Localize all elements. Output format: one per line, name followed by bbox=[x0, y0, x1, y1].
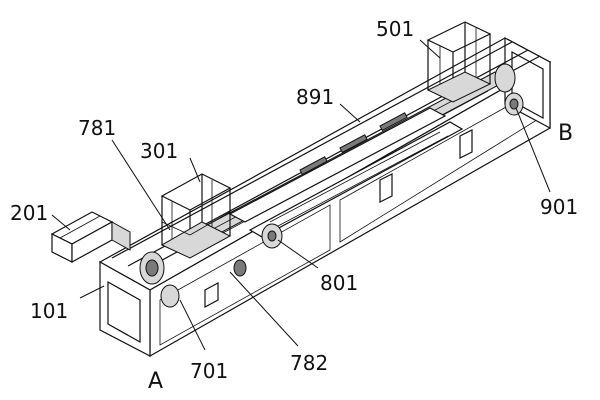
label-201: 201 bbox=[10, 201, 48, 225]
label-781: 781 bbox=[78, 116, 116, 140]
label-a: A bbox=[148, 369, 163, 394]
track-plates bbox=[228, 107, 464, 238]
label-b: B bbox=[558, 121, 573, 146]
label-801: 801 bbox=[320, 271, 358, 295]
roller-b-right bbox=[494, 63, 516, 93]
reference-labels: 201 101 301 781 501 891 701 782 801 901 … bbox=[10, 17, 578, 394]
label-701: 701 bbox=[190, 359, 228, 383]
roller-a-left-2 bbox=[160, 284, 180, 308]
leader-lines bbox=[51, 39, 551, 351]
support-blocks bbox=[204, 129, 473, 309]
label-501: 501 bbox=[376, 17, 414, 41]
label-101: 101 bbox=[30, 299, 68, 323]
rollers bbox=[139, 63, 524, 308]
label-901: 901 bbox=[540, 195, 578, 219]
motor-201 bbox=[50, 211, 131, 264]
cage-301 bbox=[160, 173, 232, 259]
label-891: 891 bbox=[296, 85, 334, 109]
label-782: 782 bbox=[290, 351, 328, 375]
label-301: 301 bbox=[140, 139, 178, 163]
cage-501 bbox=[426, 21, 492, 103]
